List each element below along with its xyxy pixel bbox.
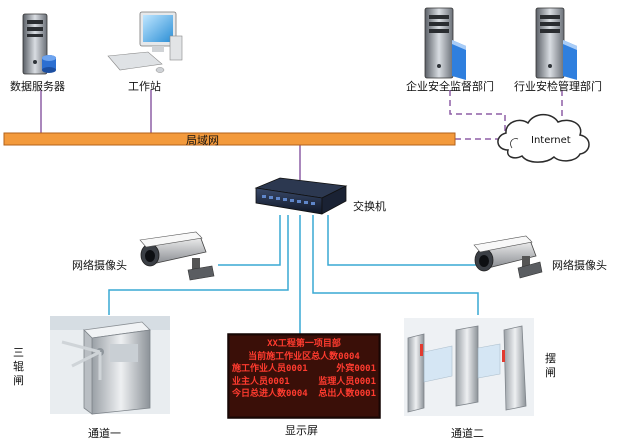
top-links [40,90,563,180]
bottom-links [108,215,479,334]
link-switch-camera-left [218,215,281,266]
led-line-5-right: 总出人数0001 [318,389,376,399]
tripod-turnstile-image [50,316,170,415]
label-switch: 交换机 [353,200,386,213]
label-internet: Internet [531,135,571,146]
label-industry-dept: 行业安检管理部门 [514,80,602,93]
led-display-panel [227,333,381,419]
camera-right-icon [473,235,543,279]
switch-icon [254,177,348,215]
internet-cloud [497,113,590,163]
industry-server-icon [535,7,577,80]
label-camera-right: 网络摄像头 [552,259,607,272]
lan-bus [3,132,456,146]
label-channel-2: 通道二 [451,427,484,440]
data-server-icon [22,13,56,75]
label-data-server: 数据服务器 [10,80,65,93]
led-line-4-left: 业主人员0001 [232,376,290,387]
swing-gate-image [404,318,534,416]
led-line-1: XX工程第一项目部 [267,339,341,349]
led-line-3-left: 施工作业人员0001 [232,364,308,374]
workstation-icon [107,11,183,73]
link-switch-camera-right [327,215,478,266]
led-display-text: XX工程第一项目部 当前施工作业区总人数0004 施工作业人员0001 外宾00… [230,338,378,416]
enterprise-server-icon [424,7,466,80]
label-enterprise-dept: 企业安全监督部门 [406,80,494,93]
label-channel-1: 通道一 [88,427,121,440]
led-line-2: 当前施工作业区总人数0004 [248,351,360,362]
link-switch-channel2 [312,215,479,315]
label-swing-gate: 摆闸 [545,352,556,379]
led-line-5-left: 今日总进人数0004 [232,389,308,399]
led-line-3-right: 外宾0001 [336,364,376,374]
link-enterprise-internet [449,90,506,134]
link-switch-channel1 [108,215,289,315]
camera-left-icon [139,231,215,281]
label-workstation: 工作站 [128,80,161,93]
label-tripod-gate: 三辊闸 [13,346,24,387]
label-lan: 局域网 [186,134,219,147]
label-camera-left: 网络摄像头 [72,259,127,272]
label-display: 显示屏 [285,424,318,437]
led-line-4-right: 监理人员0001 [318,376,376,387]
